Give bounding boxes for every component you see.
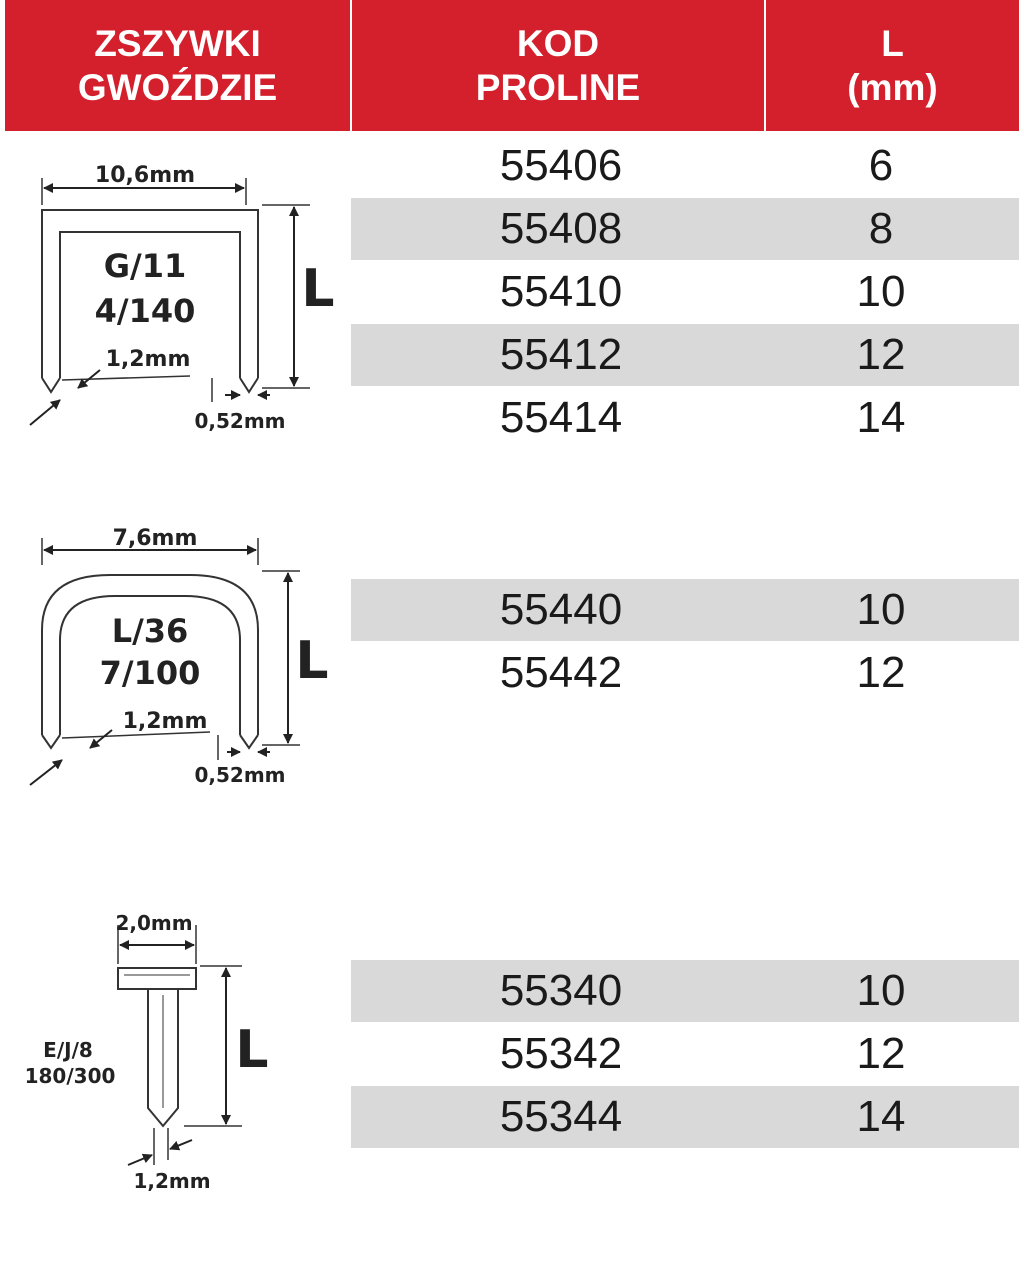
wire-label: 1,2mm (106, 347, 191, 372)
width-label: 10,6mm (95, 163, 195, 188)
staple-type-label: 7/100 (100, 654, 201, 692)
header-col-length: L(mm) (766, 0, 1019, 131)
length-value: 10 (856, 267, 906, 316)
length-value: 14 (856, 393, 906, 442)
product-code: 55406 (499, 141, 623, 190)
staple-type-label: G/11 (104, 247, 186, 285)
staple-type-label: L/36 (112, 612, 189, 650)
length-value: 10 (856, 966, 906, 1015)
staple-l36-drawing (29, 538, 300, 786)
table-row: 55340 10 (351, 960, 1019, 1022)
table-row: 55440 10 (351, 579, 1019, 641)
length-value: 8 (868, 204, 894, 253)
product-code: 55440 (499, 585, 623, 634)
length-value: 10 (856, 585, 906, 634)
nail-type-label: 180/300 (25, 1064, 116, 1088)
table-row: 55408 8 (351, 198, 1019, 260)
staple-g11-drawing (29, 178, 310, 426)
table-row: 55414 14 (351, 387, 1019, 449)
product-code: 55408 (499, 204, 623, 253)
product-code: 55342 (499, 1029, 623, 1078)
table-row: 55412 12 (351, 324, 1019, 386)
length-value: 12 (856, 1029, 906, 1078)
wire-label: 1,2mm (123, 709, 208, 734)
product-code: 55344 (499, 1092, 623, 1141)
length-symbol: L (301, 259, 334, 319)
length-value: 12 (856, 330, 906, 379)
staple-type-label: 4/140 (95, 292, 196, 330)
thickness-label: 0,52mm (194, 409, 285, 433)
table-row: 55342 12 (351, 1023, 1019, 1085)
table-row: 55344 14 (351, 1086, 1019, 1148)
length-value: 6 (868, 141, 894, 190)
table-row: 55410 10 (351, 261, 1019, 323)
width-label: 2,0mm (115, 911, 192, 935)
product-code: 55442 (499, 648, 623, 697)
product-code: 55410 (499, 267, 623, 316)
table-row: 55406 6 (351, 135, 1019, 197)
nail-type-label: E/J/8 (43, 1038, 93, 1062)
product-code: 55340 (499, 966, 623, 1015)
length-value: 14 (856, 1092, 906, 1141)
length-symbol: L (235, 1020, 268, 1080)
nail-drawing (117, 925, 242, 1166)
staple-drawings: 10,6mm G/11 4/140 1,2mm 0,52mm L 7,6mm L… (25, 163, 335, 1193)
thickness-label: 0,52mm (194, 763, 285, 787)
product-code: 55414 (499, 393, 623, 442)
length-symbol: L (295, 631, 328, 691)
table-row: 55442 12 (351, 642, 1019, 704)
length-value: 12 (856, 648, 906, 697)
width-label: 7,6mm (113, 526, 198, 551)
wire-label: 1,2mm (133, 1169, 210, 1193)
product-code: 55412 (499, 330, 623, 379)
